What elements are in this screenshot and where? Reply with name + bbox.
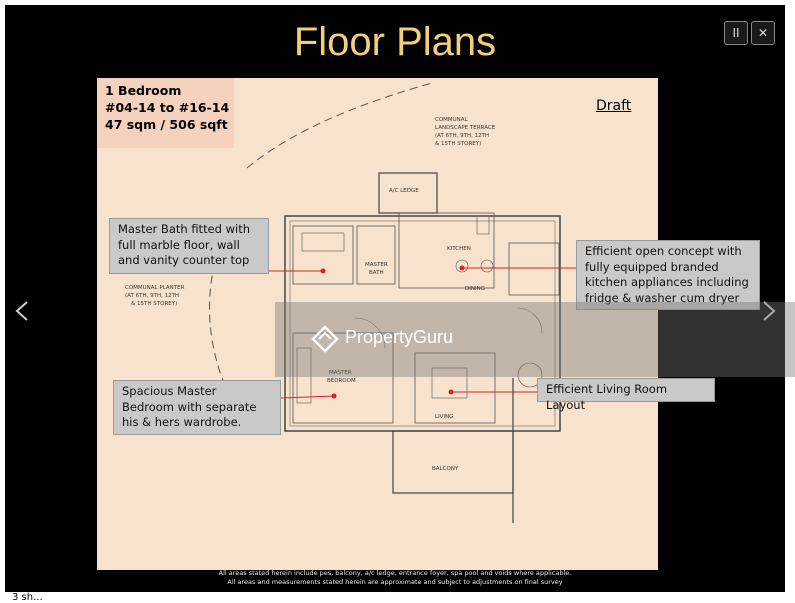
floor-plan-slide: COMMUNAL LANDSCAPE TERRACE (AT 6TH, 9TH,… xyxy=(97,78,658,570)
pause-icon: II xyxy=(732,26,740,40)
previous-slide-button[interactable] xyxy=(12,300,34,322)
propertyguru-watermark: PropertyGuru xyxy=(275,302,795,377)
callout-living-room: Efficient Living Room Layout xyxy=(537,378,715,412)
chevron-right-icon xyxy=(763,301,776,321)
plan-label-master-bath-line2: BATH xyxy=(369,270,384,276)
callout-master-bath: Master Bath fitted with full marble floo… xyxy=(109,218,269,274)
slide-title: Floor Plans xyxy=(293,20,497,64)
disclaimer-footer: All areas stated herein include pes, bal… xyxy=(5,569,785,587)
unit-numbers: #04-14 to #16-14 xyxy=(105,100,230,115)
plan-label-communal-terrace: COMMUNAL xyxy=(435,117,469,123)
plan-label-master-bath: MASTER xyxy=(365,262,388,268)
plan-label-living: LIVING xyxy=(435,414,453,420)
watermark-text: PropertyGuru xyxy=(345,327,454,347)
close-button[interactable]: ✕ xyxy=(751,21,775,45)
plan-label-dining: DINING xyxy=(465,286,485,292)
callout-master-bedroom: Spacious Master Bedroom with separate hi… xyxy=(113,380,281,435)
plan-label-balcony: BALCONY xyxy=(432,466,459,472)
callout-kitchen: Efficient open concept with fully equipp… xyxy=(576,240,760,310)
plan-label-ac-ledge: A/C LEDGE xyxy=(389,188,419,194)
propertyguru-logo-icon xyxy=(311,325,339,353)
plan-label-communal-terrace-line3: (AT 6TH, 9TH, 12TH xyxy=(435,133,489,139)
unit-type: 1 Bedroom xyxy=(105,83,182,98)
unit-info-box: 1 Bedroom #04-14 to #16-14 47 sqm / 506 … xyxy=(97,78,234,148)
plan-label-kitchen: KITCHEN xyxy=(447,246,471,252)
plan-label-communal-terrace-line2: LANDSCAPE TERRACE xyxy=(435,125,496,131)
draft-label: Draft xyxy=(596,98,632,114)
page-caption: 3 sh... xyxy=(12,592,43,603)
plan-label-communal-planter-line3: & 15TH STOREY) xyxy=(131,301,177,307)
plan-label-communal-terrace-line4: & 15TH STOREY) xyxy=(435,141,481,147)
pause-button[interactable]: II xyxy=(724,21,748,45)
disclaimer-line1: All areas stated herein include pes, bal… xyxy=(218,569,572,577)
plan-label-communal-planter: COMMUNAL PLANTER xyxy=(125,285,185,291)
plan-label-communal-planter-line2: (AT 6TH, 9TH, 12TH xyxy=(125,293,179,299)
slideshow-viewer: Floor Plans II ✕ xyxy=(5,5,785,592)
next-slide-button[interactable] xyxy=(757,300,779,322)
plan-label-master-bedroom: MASTER xyxy=(329,370,352,376)
close-icon: ✕ xyxy=(757,26,769,40)
chevron-left-icon xyxy=(15,301,28,321)
disclaimer-line2: All areas and measurements stated herein… xyxy=(227,578,563,586)
floor-plan-drawing: COMMUNAL LANDSCAPE TERRACE (AT 6TH, 9TH,… xyxy=(125,82,576,523)
unit-area: 47 sqm / 506 sqft xyxy=(105,117,228,132)
plan-label-master-bedroom-line2: BEDROOM xyxy=(327,378,356,384)
